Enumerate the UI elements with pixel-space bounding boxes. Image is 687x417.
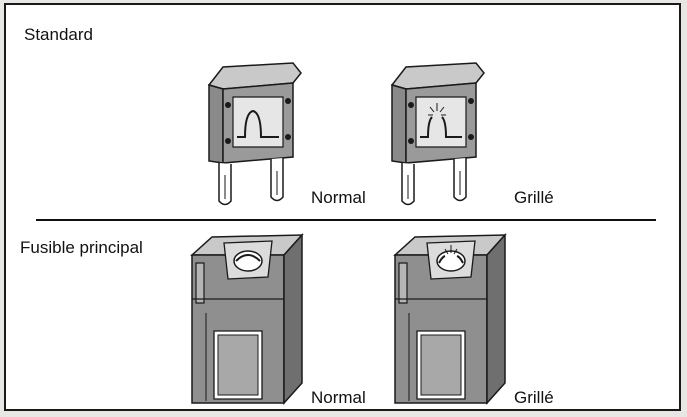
- standard-fuse-blown: [384, 53, 494, 213]
- section-title-main-fuse: Fusible principal: [20, 238, 143, 257]
- main-fuse-blown: [387, 223, 512, 408]
- label-standard-blown: Grillé: [514, 188, 554, 207]
- label-standard-normal: Normal: [311, 188, 366, 207]
- section-title-standard: Standard: [24, 25, 93, 44]
- label-main-normal: Normal: [311, 388, 366, 407]
- main-fuse-normal: [184, 223, 309, 408]
- section-divider: [36, 219, 656, 221]
- standard-fuse-normal: [201, 53, 311, 213]
- label-main-blown: Grillé: [514, 388, 554, 407]
- diagram-frame: Standard Normal: [4, 3, 681, 411]
